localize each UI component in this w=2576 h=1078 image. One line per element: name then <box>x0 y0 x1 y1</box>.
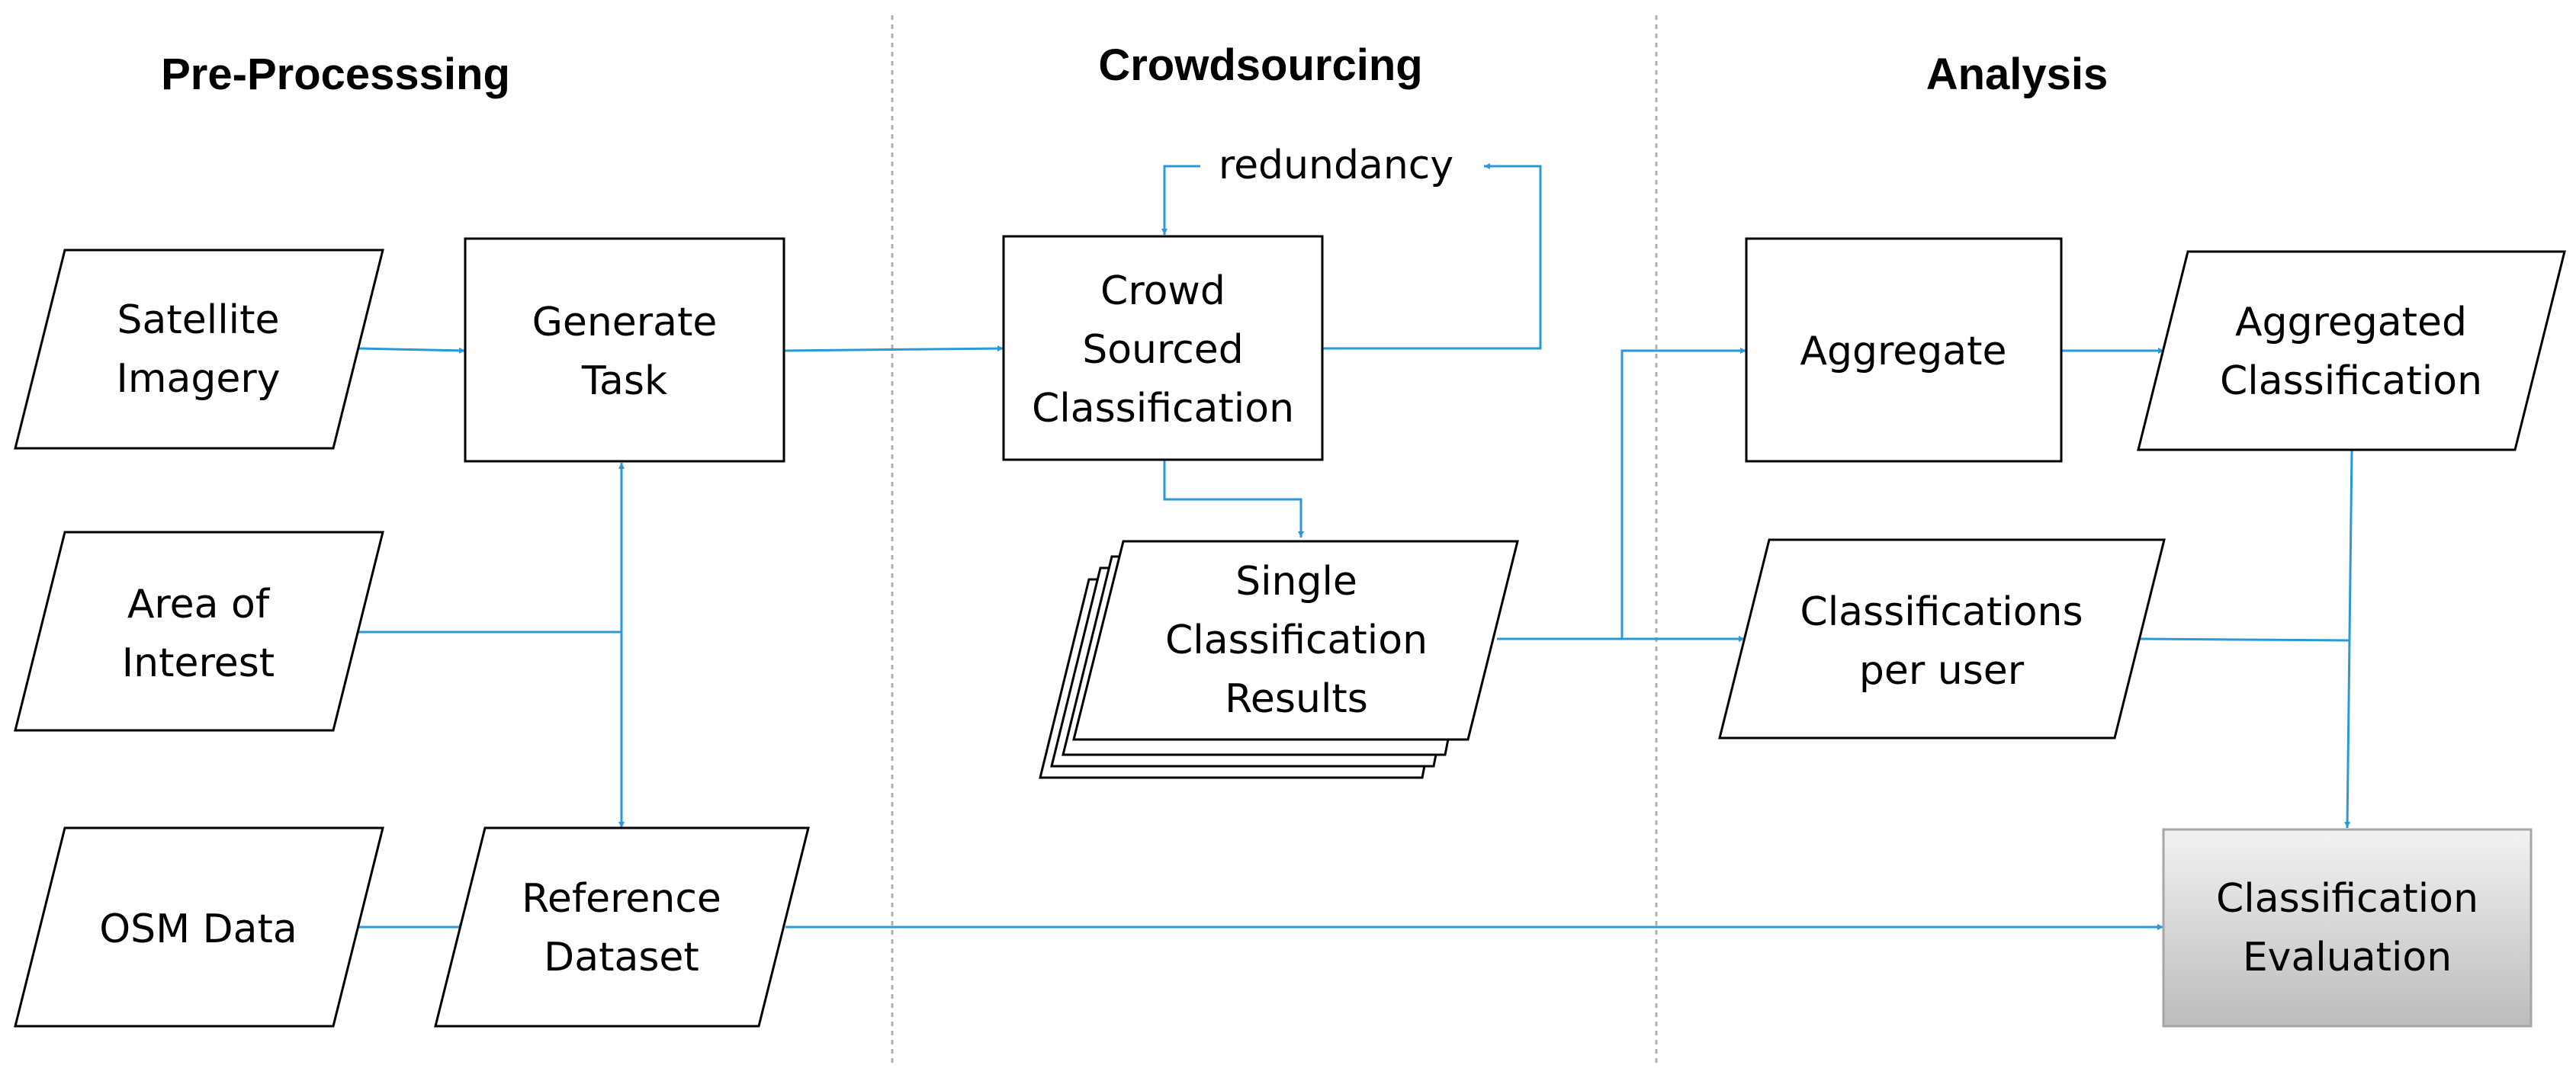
node-osm-data: OSM Data <box>14 826 384 1028</box>
section-title-crowdsourcing: Crowdsourcing <box>1098 40 1422 90</box>
node-classification-evaluation-line-2: Evaluation <box>2243 935 2452 980</box>
node-classification-evaluation: Classification Evaluation <box>2162 828 2533 1028</box>
node-generate-task: Generate Task <box>464 237 785 463</box>
edge-satellite-to-generate <box>358 347 466 354</box>
node-aggregate-line-1: Aggregate <box>1800 329 2006 374</box>
stack-layer-1 <box>1072 540 1519 741</box>
node-area-of-interest-line-2: Interest <box>122 640 275 686</box>
node-reference-dataset-line-1: Reference <box>522 876 721 922</box>
node-aggregate: Aggregate <box>1745 237 2063 463</box>
edge-per-user-to-evaluation <box>2139 637 2350 642</box>
edge-junction-to-aggregate <box>1620 348 1746 639</box>
node-single-classification-results: Single Classification Results <box>1039 540 1519 779</box>
node-classifications-per-user-line-2: per user <box>1859 648 2025 694</box>
node-satellite-imagery-line-1: Satellite <box>117 297 280 343</box>
node-classification-evaluation-line-1: Classification <box>2216 876 2478 922</box>
node-single-classification-results-line-1: Single <box>1235 559 1357 605</box>
edge-crowd-to-single-results <box>1163 460 1304 537</box>
node-area-of-interest: Area of Interest <box>14 531 384 732</box>
node-aggregated-classification: Aggregated Classification <box>2137 250 2566 451</box>
node-satellite-imagery-line-2: Imagery <box>116 356 280 402</box>
node-aggregated-classification-line-2: Classification <box>2220 358 2482 404</box>
edge-crowd-redundancy-loop-out <box>1322 163 1542 350</box>
section-title-analysis: Analysis <box>1926 50 2109 99</box>
node-single-classification-results-line-2: Classification <box>1165 618 1428 663</box>
node-crowd-sourced-classification-line-2: Sourced <box>1082 327 1244 373</box>
edge-generate-to-crowd <box>783 345 1004 352</box>
node-reference-dataset-line-2: Dataset <box>544 935 699 980</box>
node-single-classification-results-line-3: Results <box>1225 676 1368 722</box>
node-generate-task-line-2: Task <box>581 358 667 404</box>
node-area-of-interest-line-1: Area of <box>127 582 271 627</box>
node-classifications-per-user-line-1: Classifications <box>1800 589 2083 635</box>
node-osm-data-line-1: OSM Data <box>99 906 297 952</box>
node-crowd-sourced-classification: Crowd Sourced Classification <box>1002 235 1324 461</box>
node-satellite-imagery: Satellite Imagery <box>14 249 384 450</box>
node-crowd-sourced-classification-line-1: Crowd <box>1100 268 1225 314</box>
node-reference-dataset: Reference Dataset <box>434 826 810 1028</box>
node-classifications-per-user: Classifications per user <box>1718 538 2166 740</box>
node-generate-task-line-1: Generate <box>532 300 718 345</box>
redundancy-label: redundancy <box>1219 143 1453 188</box>
node-crowd-sourced-classification-line-3: Classification <box>1032 386 1294 432</box>
node-aggregated-classification-line-1: Aggregated <box>2235 300 2467 345</box>
section-title-preprocessing: Pre-Processsing <box>161 50 510 99</box>
edge-aggregated-to-evaluation <box>2344 449 2353 829</box>
edge-redundancy-loop-in <box>1161 165 1200 235</box>
